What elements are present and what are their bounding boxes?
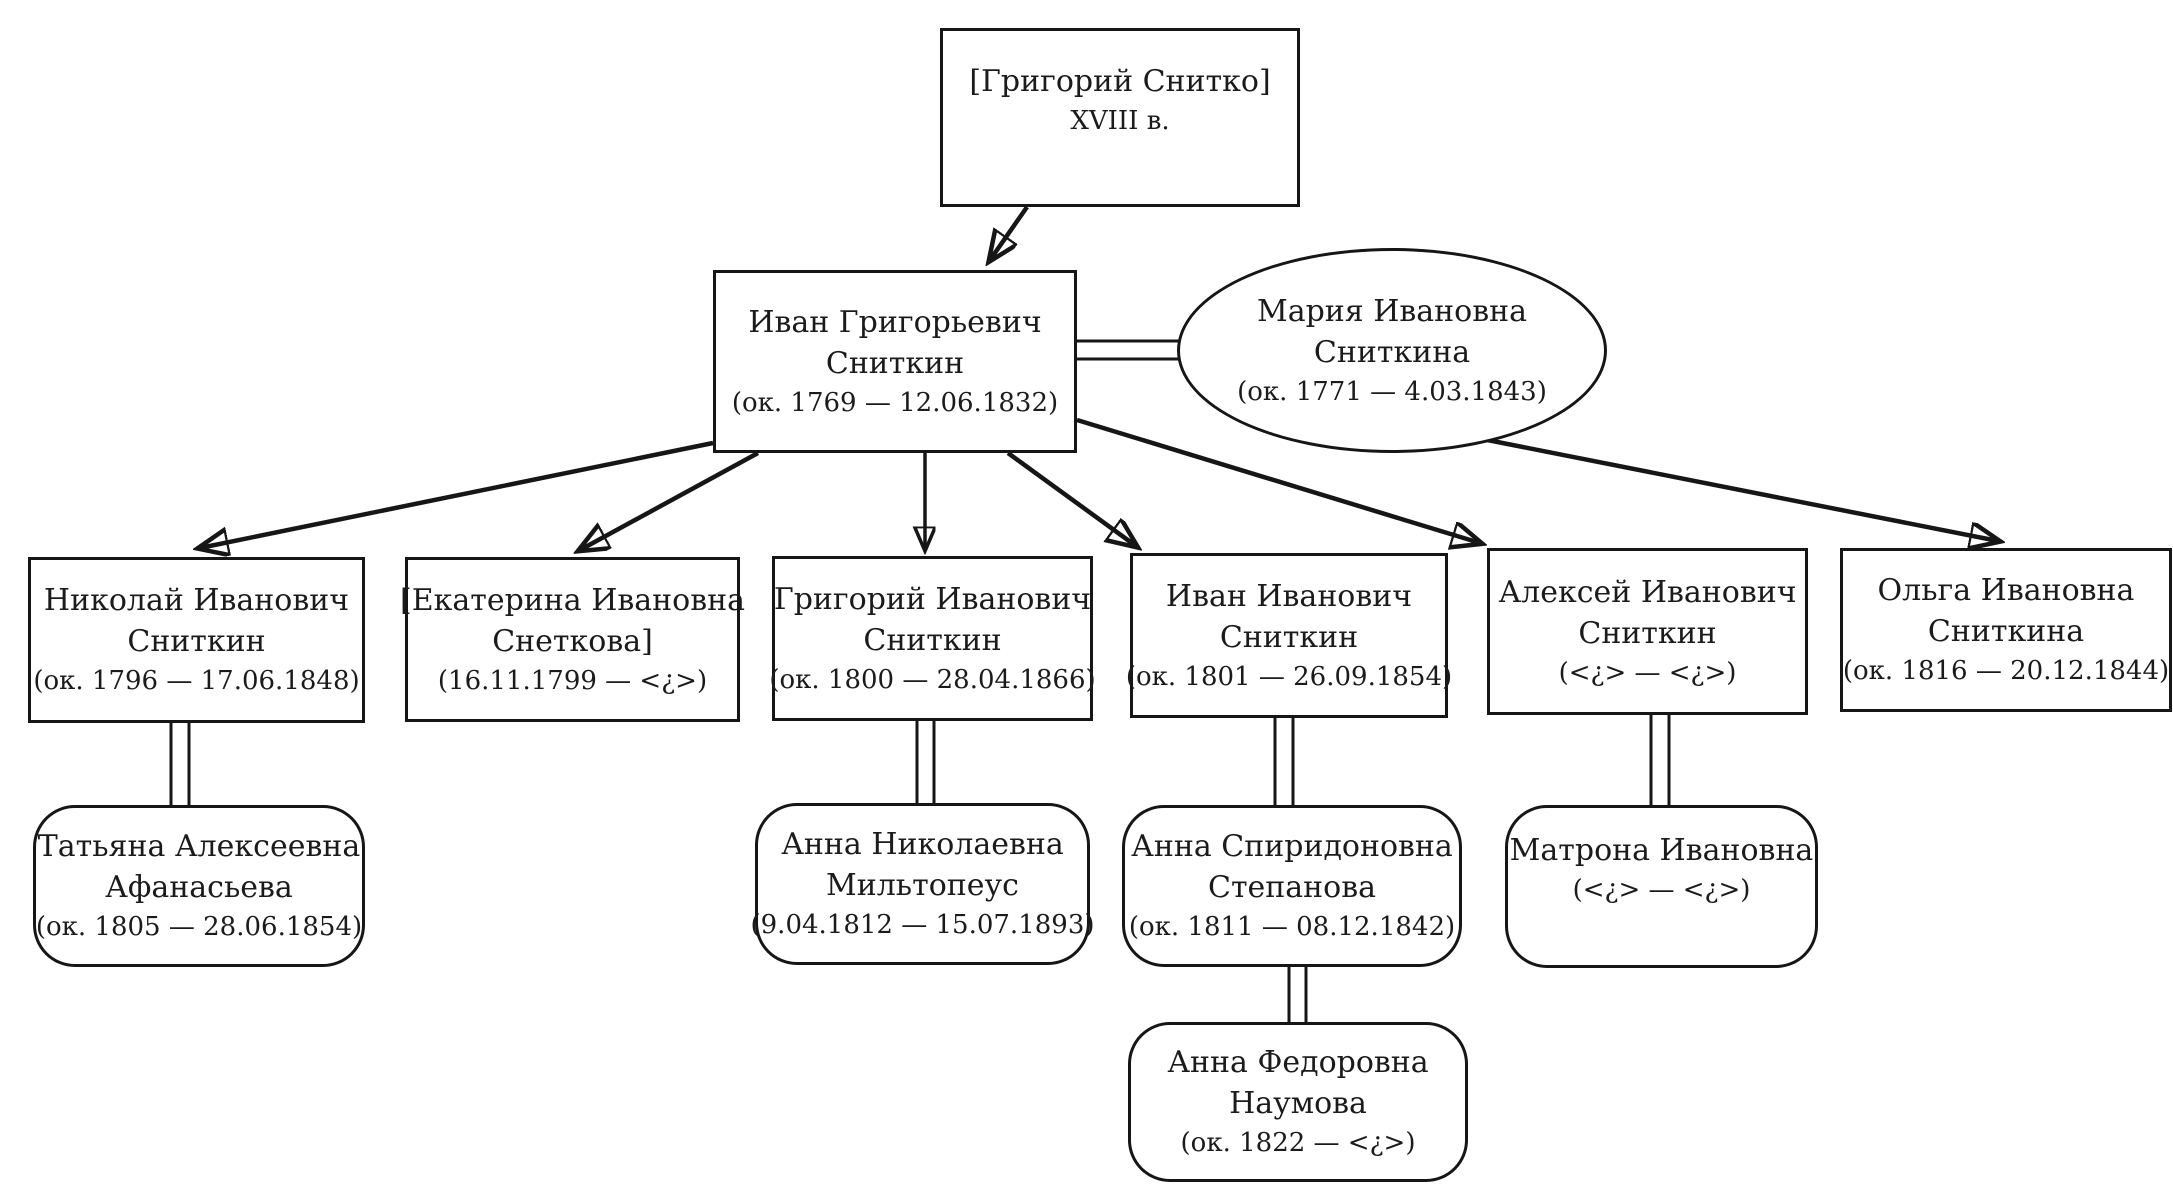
person-name: Сниткин	[825, 345, 965, 381]
marriage-link-aleksey-matrona	[1649, 715, 1671, 805]
arrow-ivan-grigorievich-to-ivan-ivanovich	[1006, 451, 1136, 546]
person-dates: (ок. 1811 — 08.12.1842)	[1128, 912, 1456, 942]
person-name: Иван Григорьевич	[748, 304, 1042, 340]
person-name: Степанова	[1207, 870, 1377, 905]
person-name: Алексей Иванович	[1498, 574, 1797, 610]
person-name: Снеткова]	[492, 623, 653, 659]
arrow-ivan-grigorievich-to-aleksey	[1076, 417, 1480, 543]
person-dates: (<¿> — <¿>)	[1572, 875, 1751, 905]
person-name: Николай Иванович	[43, 583, 350, 618]
person-dates: (16.11.1799 — <¿>)	[437, 665, 708, 696]
marriage-link-ivan-grigorievich-maria	[1077, 339, 1185, 361]
person-dates: (ок. 1801 — 26.09.1854)	[1125, 661, 1453, 692]
person-name: Анна Спиридоновна	[1131, 829, 1453, 864]
person-name: [Екатерина Ивановна	[400, 582, 745, 618]
node-grigory-ivanovich-snitkin: Григорий Иванович Сниткин (ок. 1800 — 28…	[769, 556, 1096, 721]
person-name: Иван Иванович	[1165, 578, 1413, 614]
node-matrona-ivanovna: Матрона Ивановна (<¿> — <¿>)	[1505, 805, 1818, 968]
node-maria-ivanovna-snitkina: Мария Ивановна Сниткина (ок. 1771 — 4.03…	[1177, 248, 1607, 453]
arrow-ivan-grigorievich-to-ekaterina	[580, 451, 760, 550]
person-name: Мария Ивановна	[1256, 293, 1528, 329]
node-tatyana-alekseevna-afanasyeva: Татьяна Алексеевна Афанасьева (ок. 1805 …	[33, 805, 365, 967]
node-anna-fedorovna-naumova: Анна Федоровна Наумова (ок. 1822 — <¿>)	[1128, 1022, 1468, 1182]
person-name: Татьяна Алексеевна	[37, 829, 361, 864]
person-dates: (9.04.1812 — 15.07.1893)	[750, 910, 1095, 940]
person-dates: (ок. 1822 — <¿>)	[1180, 1128, 1416, 1158]
arrow-ivan-grigorievich-to-nikolay	[200, 440, 714, 548]
person-name: Сниткина	[1927, 614, 2085, 649]
node-anna-spiridonovna-stepanova: Анна Спиридоновна Степанова (ок. 1811 — …	[1122, 805, 1462, 967]
person-name: Григорий Иванович	[773, 581, 1092, 617]
person-dates: (ок. 1796 — 17.06.1848)	[33, 666, 360, 696]
person-name: Анна Федоровна	[1167, 1045, 1429, 1080]
person-dates: (ок. 1805 — 28.06.1854)	[35, 912, 363, 942]
person-dates: (ок. 1769 — 12.06.1832)	[731, 387, 1059, 418]
person-dates: (ок. 1771 — 4.03.1843)	[1237, 376, 1547, 407]
person-name: Сниткин	[127, 624, 266, 659]
marriage-link-ivan-ivanovich-anna-naumova	[1287, 967, 1308, 1022]
node-aleksey-ivanovich-snitkin: Алексей Иванович Сниткин (<¿> — <¿>)	[1487, 548, 1808, 715]
marriage-link-nikolay-tatyana	[169, 723, 191, 805]
node-anna-nikolaevna-miltopeus: Анна Николаевна Мильтопеус (9.04.1812 — …	[751, 803, 1095, 965]
person-name: Сниткина	[1313, 334, 1471, 370]
node-nikolay-ivanovich-snitkin: Николай Иванович Сниткин (ок. 1796 — 17.…	[28, 557, 365, 723]
person-name: Сниткин	[1578, 615, 1717, 651]
node-olga-ivanovna-snitkina: Ольга Ивановна Сниткина (ок. 1816 — 20.1…	[1840, 548, 2172, 712]
person-name: Сниткин	[1219, 619, 1359, 655]
person-name: Сниткин	[863, 622, 1002, 658]
node-ekaterina-ivanovna-snetkova: [Екатерина Ивановна Снеткова] (16.11.179…	[400, 557, 745, 722]
arrow-maria-ivanovna-to-olga	[1461, 432, 1998, 541]
node-ivan-grigorievich-snitkin: Иван Григорьевич Сниткин (ок. 1769 — 12.…	[713, 270, 1077, 453]
node-ivan-ivanovich-snitkin: Иван Иванович Сниткин (ок. 1801 — 26.09.…	[1126, 553, 1452, 718]
person-name: Наумова	[1229, 1086, 1367, 1121]
marriage-link-grigory-anna-miltopeus	[915, 721, 936, 803]
person-name: Мильтопеус	[826, 868, 1019, 903]
person-name: Матрона Ивановна	[1509, 833, 1814, 868]
person-dates: (ок. 1800 — 28.04.1866)	[769, 664, 1096, 695]
person-dates: XVIII в.	[1070, 106, 1170, 136]
person-dates: (<¿> — <¿>)	[1558, 657, 1737, 688]
person-dates: (ок. 1816 — 20.12.1844)	[1842, 656, 2170, 686]
node-grigory-snitko: [Григорий Снитко] XVIII в.	[940, 28, 1300, 207]
marriage-link-ivan-ivanovich-anna-stepanova	[1273, 718, 1295, 805]
person-name: [Григорий Снитко]	[969, 64, 1271, 99]
arrow-grigory-snitko-to-ivan-grigorievich	[990, 205, 1029, 260]
person-name: Ольга Ивановна	[1877, 573, 2135, 608]
person-name: Анна Николаевна	[781, 827, 1064, 862]
person-name: Афанасьева	[105, 870, 293, 905]
